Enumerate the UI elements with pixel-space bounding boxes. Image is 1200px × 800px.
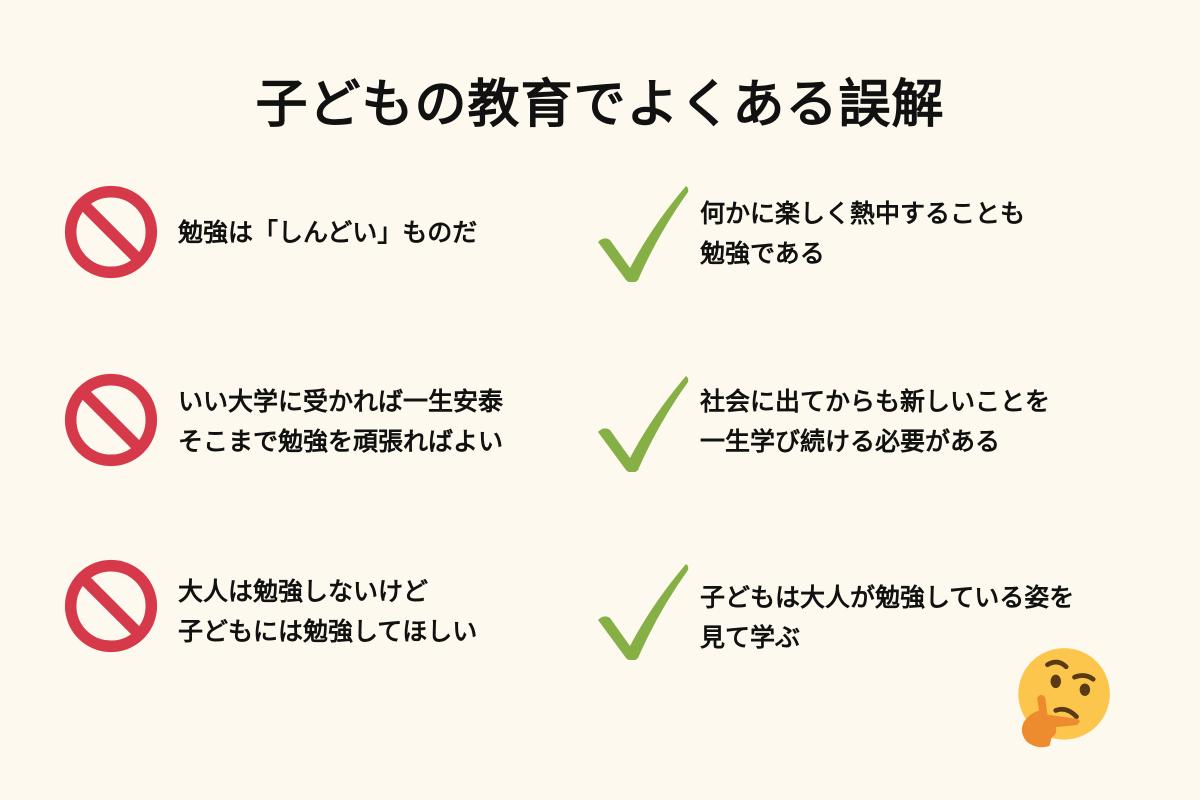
page-title: 子どもの教育でよくある誤解	[255, 75, 945, 135]
myth-line: そこまで勉強を頑張ればよい	[178, 427, 504, 456]
truth-line: 勉強である	[700, 239, 825, 268]
prohibited-icon	[64, 373, 158, 467]
truth-line: 子どもは大人が勉強している姿を	[700, 583, 1075, 612]
truth-line: 見て学ぶ	[700, 623, 801, 652]
prohibited-icon	[64, 559, 158, 653]
checkmark-icon	[598, 376, 689, 472]
comparison-row-1: 勉強は「しんどい」ものだ 何かに楽しく熱中することも 勉強である	[0, 170, 1200, 300]
comparison-row-2: いい大学に受かれば一生安泰 そこまで勉強を頑張ればよい 社会に出てからも新しいこ…	[0, 360, 1200, 490]
comparison-row-3: 大人は勉強しないけど 子どもには勉強してほしい 子どもは大人が勉強している姿を …	[0, 550, 1200, 680]
myth-text: 勉強は「しんどい」ものだ	[178, 213, 477, 253]
truth-text: 子どもは大人が勉強している姿を 見て学ぶ	[700, 578, 1074, 658]
prohibited-icon	[64, 185, 158, 279]
myth-line: 子どもには勉強してほしい	[178, 617, 478, 646]
truth-text: 社会に出てからも新しいことを 一生学び続ける必要がある	[700, 382, 1050, 462]
checkmark-icon	[598, 564, 689, 660]
myth-line: いい大学に受かれば一生安泰	[178, 387, 504, 416]
truth-text: 何かに楽しく熱中することも 勉強である	[700, 194, 1025, 274]
truth-line: 何かに楽しく熱中することも	[700, 199, 1026, 228]
truth-line: 一生学び続ける必要がある	[700, 427, 1001, 456]
thinking-face-icon	[1018, 648, 1110, 748]
checkmark-icon	[598, 186, 689, 282]
truth-line: 社会に出てからも新しいことを	[700, 387, 1051, 416]
myth-text: いい大学に受かれば一生安泰 そこまで勉強を頑張ればよい	[178, 382, 503, 462]
myth-text: 大人は勉強しないけど 子どもには勉強してほしい	[178, 572, 477, 652]
myth-line: 勉強は「しんどい」ものだ	[178, 218, 478, 247]
myth-line: 大人は勉強しないけど	[178, 577, 429, 606]
